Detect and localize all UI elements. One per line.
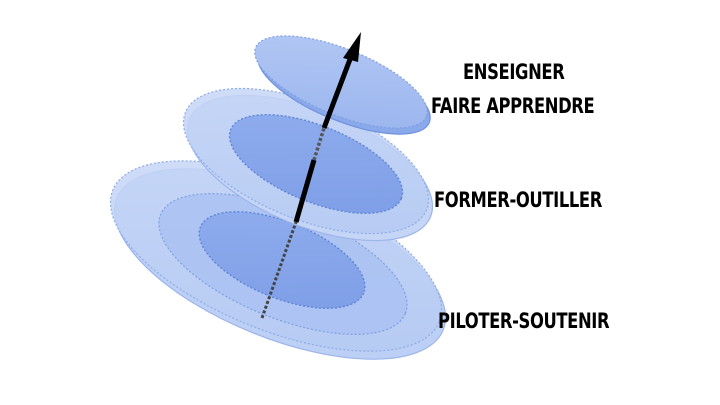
label-enseigner: ENSEIGNER [463,60,565,84]
label-faire-apprendre: FAIRE APPRENDRE [431,94,595,118]
arrow-solid-segment-upper [321,53,355,129]
upward-arrow [260,32,361,319]
arrow-dotted-middle [312,127,326,161]
label-former-outiller: FORMER-OUTILLER [434,188,602,212]
label-piloter-soutenir: PILOTER-SOUTENIR [438,309,610,333]
arrow-head [343,32,361,62]
arrow-dotted-tail [260,221,298,319]
arrow-solid-segment-lower [293,159,317,223]
middle-inner-disc [228,114,404,214]
